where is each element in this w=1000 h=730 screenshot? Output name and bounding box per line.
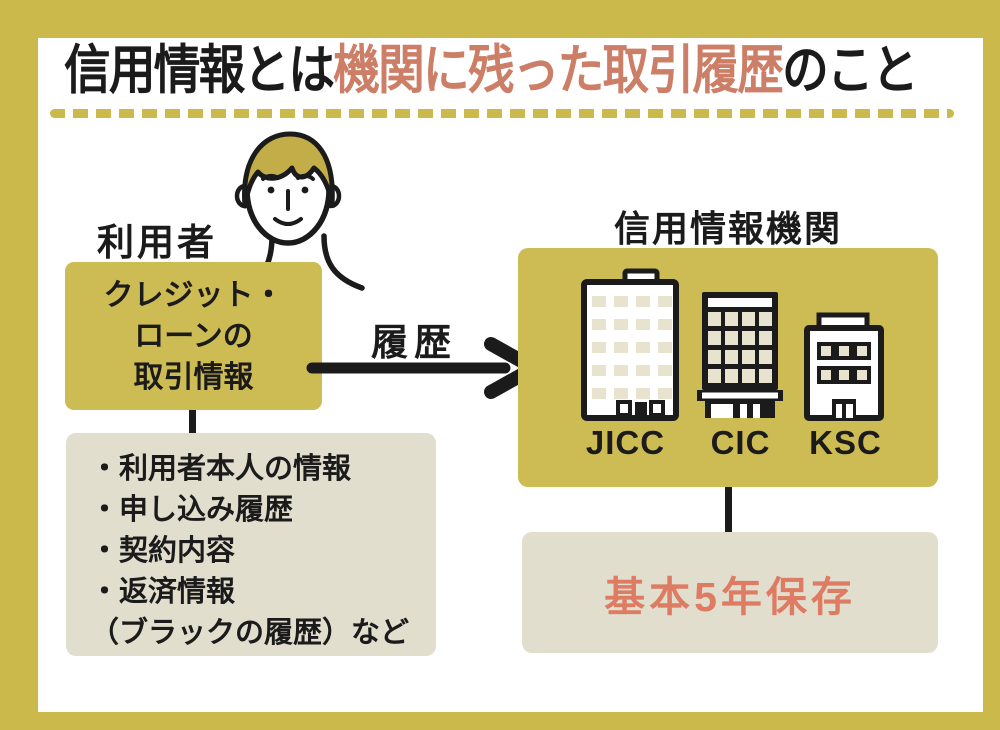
credit-info-line: クレジット・ (103, 279, 284, 312)
history-arrow-label: 履歴 (371, 322, 457, 363)
detail-item: （ブラックの履歴）など (90, 617, 410, 649)
dashed-divider (50, 109, 954, 118)
agency-heading: 信用情報機関 (613, 208, 842, 249)
details-box: ・利用者本人の情報 ・申し込み履歴 ・契約内容 ・返済情報 （ブラックの履歴）な… (66, 433, 436, 656)
title-part-3: のこと (782, 41, 918, 100)
connector-line (725, 485, 732, 536)
cic-building-icon (697, 292, 783, 418)
connector-line (189, 405, 196, 442)
arrow-right-icon (306, 337, 541, 399)
retention-text: 基本5年保存 (604, 573, 856, 620)
agency-box: JICC CIC KSC (518, 248, 938, 487)
page-title: 信用情報とは機関に残った取引履歴のこと (64, 41, 918, 100)
office-buildings-icon (581, 268, 884, 421)
title-part-1: 信用情報とは (64, 41, 335, 100)
credit-info-line: ローンの (134, 320, 253, 353)
jicc-building-icon (581, 268, 679, 421)
agency-name-cic: CIC (710, 424, 771, 461)
retention-box: 基本5年保存 (522, 532, 938, 653)
detail-item: ・申し込み履歴 (90, 494, 294, 526)
agency-name-jicc: JICC (585, 424, 666, 461)
ksc-building-icon (804, 312, 884, 421)
agency-name-ksc: KSC (809, 424, 882, 461)
credit-info-box: クレジット・ ローンの 取引情報 (65, 262, 322, 410)
credit-info-line: 取引情報 (133, 361, 254, 394)
detail-item: ・返済情報 (90, 576, 236, 608)
detail-item: ・契約内容 (90, 535, 236, 567)
detail-item: ・利用者本人の情報 (90, 453, 352, 485)
title-highlight: 機関に残った取引履歴 (333, 41, 784, 100)
user-label: 利用者 (97, 222, 217, 263)
